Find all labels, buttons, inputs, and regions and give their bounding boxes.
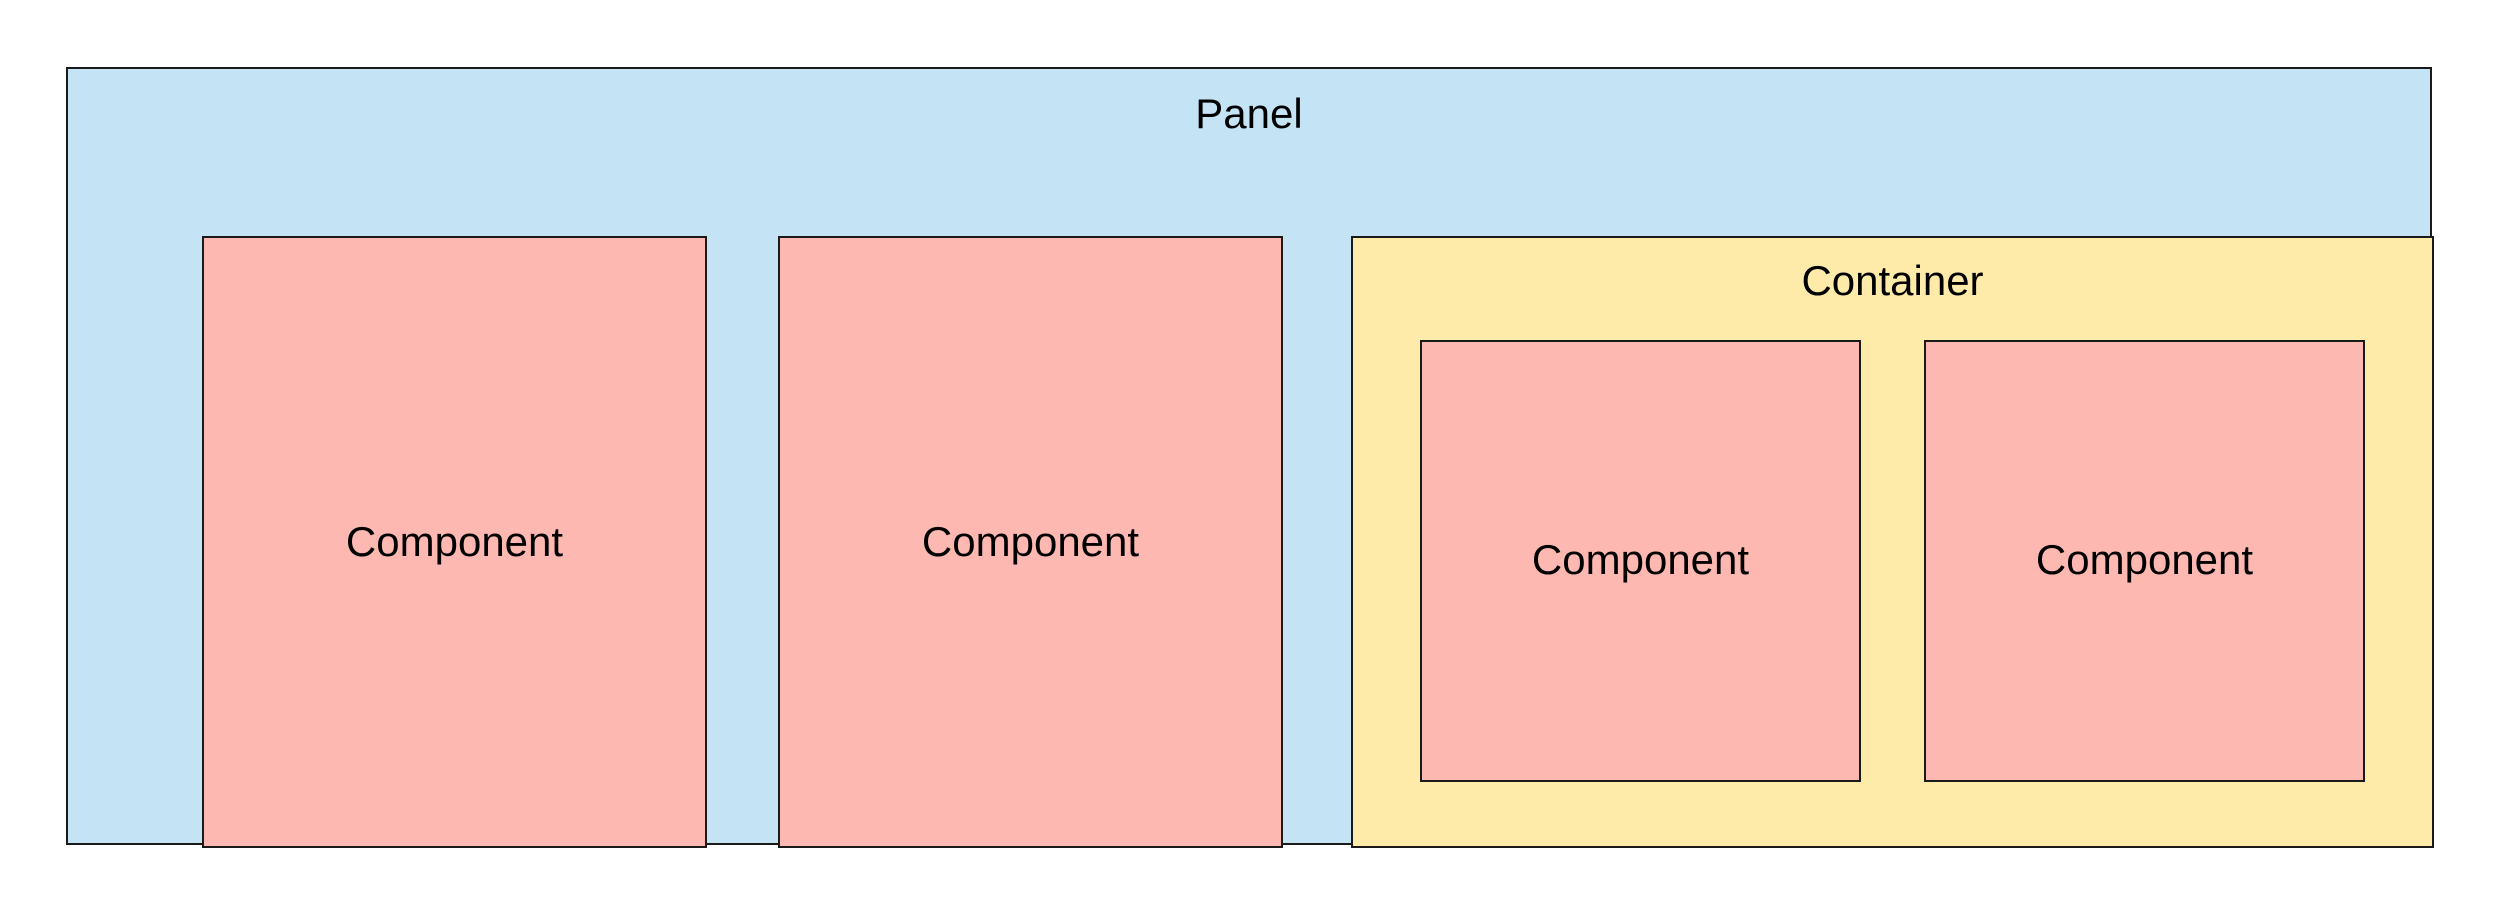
component-label: Component [1531, 536, 1750, 583]
component-box-2: Component [778, 236, 1283, 848]
component-box-1: Component [202, 236, 707, 848]
component-label: Component [2035, 536, 2254, 583]
panel-label: Panel [1195, 90, 1303, 137]
container-box: Container Component Component [1351, 236, 2434, 848]
container-component-box-1: Component [1420, 340, 1861, 782]
component-label: Component [345, 518, 564, 565]
container-label: Container [1801, 257, 1984, 304]
panel-box: Panel Component Component Container Comp… [66, 67, 2434, 848]
container-component-box-2: Component [1924, 340, 2365, 782]
component-label: Component [921, 518, 1140, 565]
